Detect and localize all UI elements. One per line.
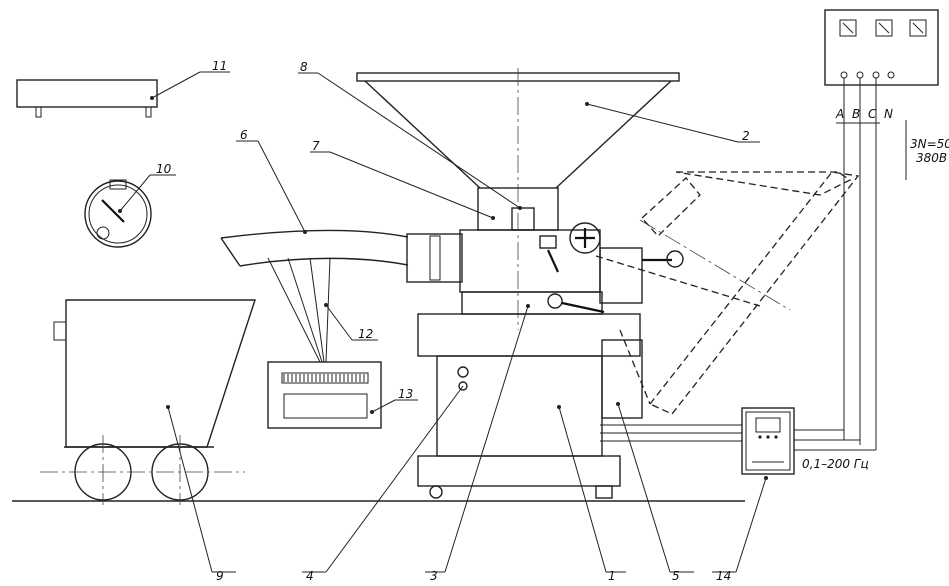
callout-14: 14 [716,569,731,582]
discharge-chute [220,140,409,267]
feed-hopper [356,68,760,330]
callout-12: 12 [358,327,373,341]
phase-b-label: B [852,107,860,121]
phase-c-label: C [868,107,877,121]
callout-3: 3 [430,569,438,582]
machine-base [302,313,641,573]
stopwatch [84,174,176,248]
supply-voltage-line1: 3N=50Гц [910,137,949,151]
callout-9: 9 [216,569,224,582]
callout-11: 11 [212,59,227,73]
phase-n-label: N [884,107,893,121]
inverter-frequency-label: 0,1–200 Гц [802,457,869,471]
collection-cart [40,299,256,573]
callout-5: 5 [672,569,680,582]
sensor-leads [267,257,378,363]
callout-7: 7 [312,139,320,153]
power-panel [824,9,939,450]
callout-4: 4 [306,569,314,582]
supply-voltage-line2: 380В [916,151,947,165]
drive-motor [601,339,694,573]
callout-2: 2 [742,129,750,143]
callout-13: 13 [398,387,413,401]
callout-8: 8 [300,60,308,74]
measuring-instrument [267,361,418,429]
lock-lever [425,293,605,573]
grinder-head [298,72,684,315]
callout-10: 10 [156,162,172,176]
phase-a-label: A [835,107,844,121]
callout-1: 1 [608,569,616,582]
callout-6: 6 [240,128,248,142]
head-open-position [595,171,860,415]
frequency-inverter [600,407,876,573]
scale-platform [16,71,230,118]
